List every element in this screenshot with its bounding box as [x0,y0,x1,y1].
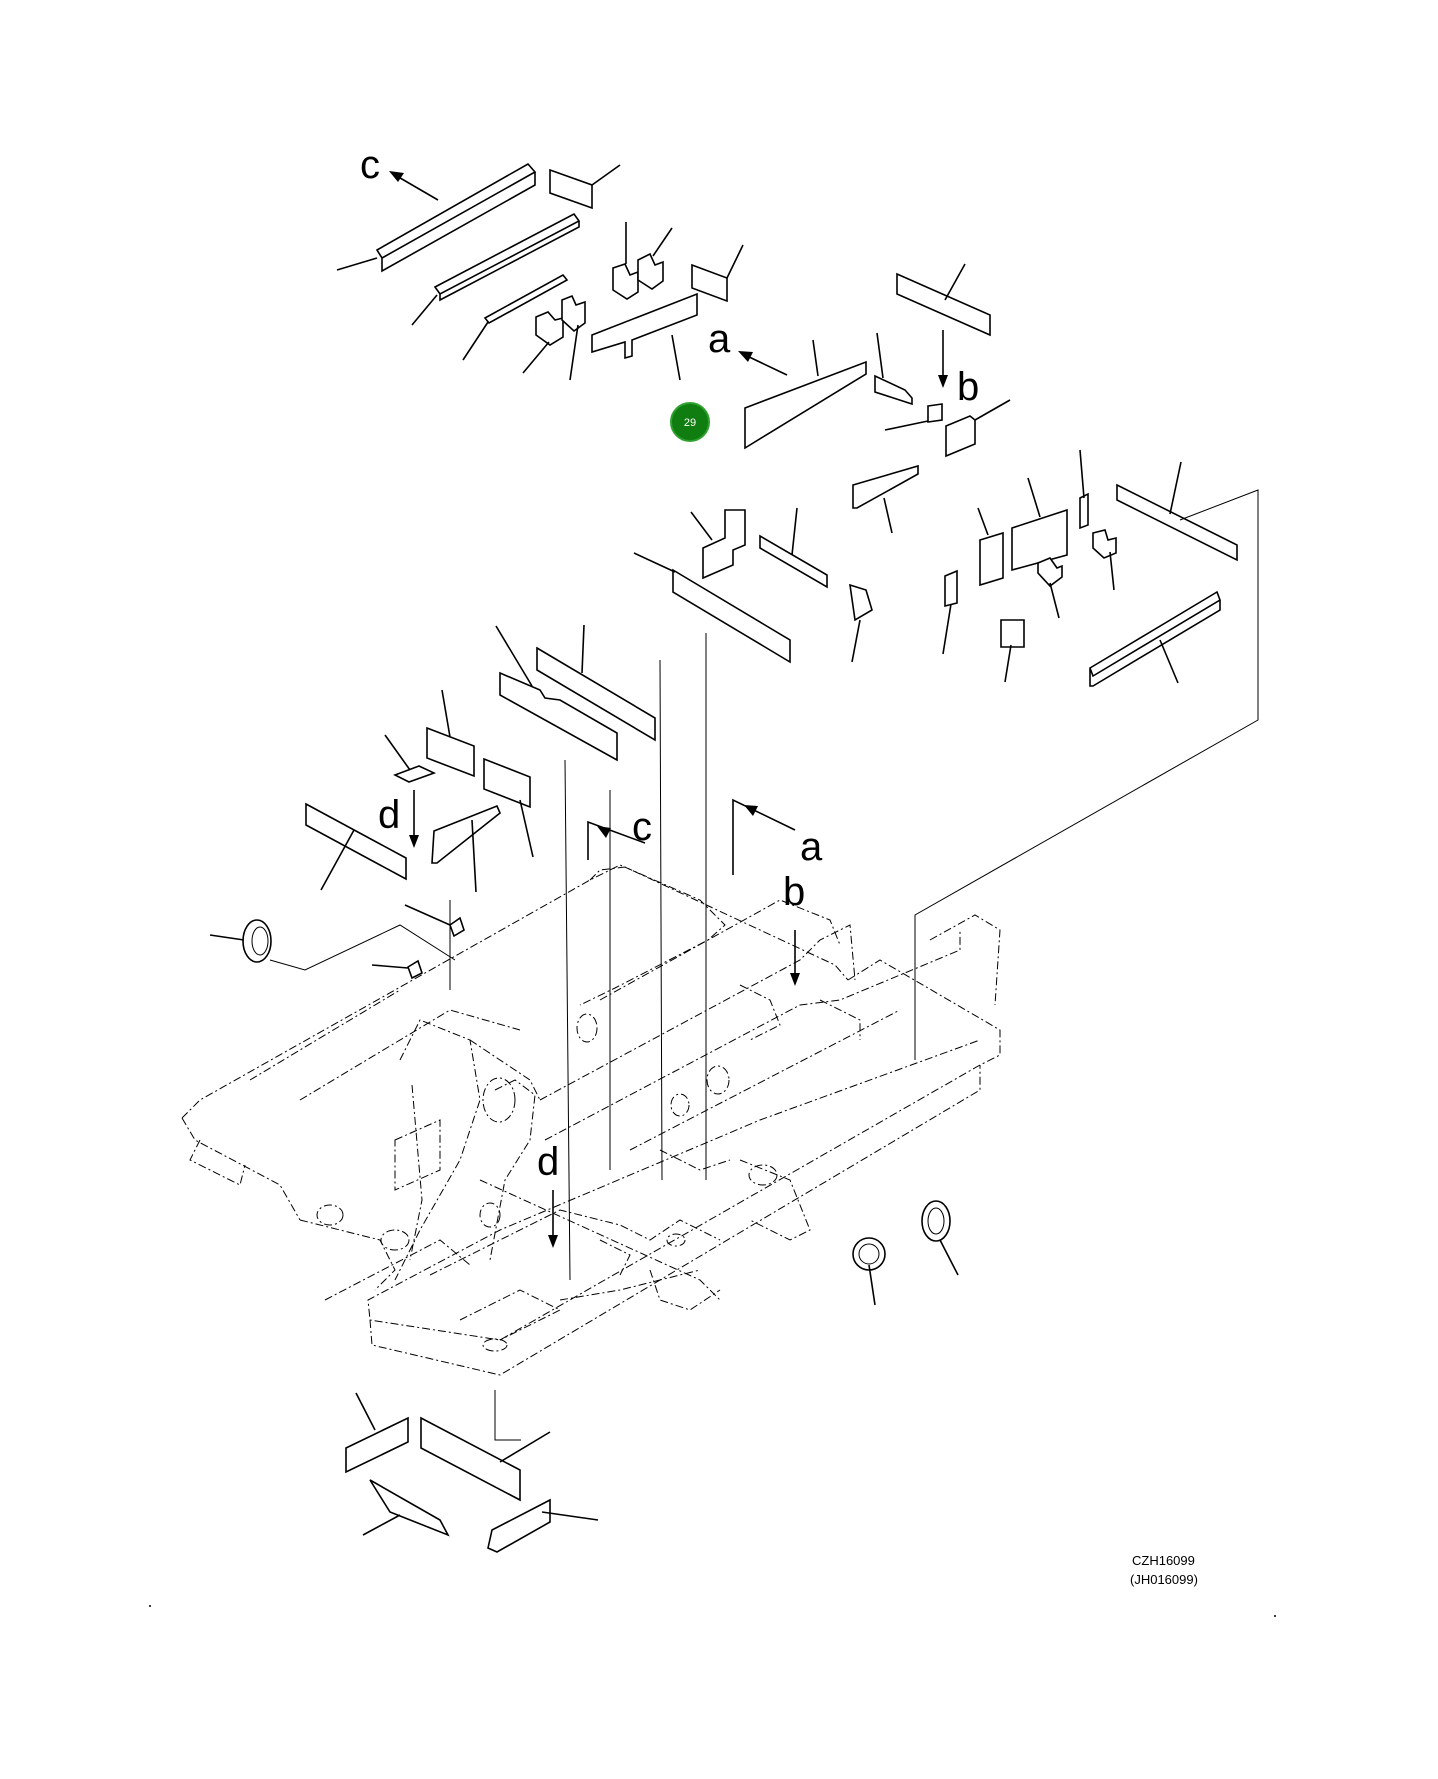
part-pad-8 [1000,619,1025,648]
part-long-strip-5 [1089,590,1221,687]
part-bracket-1 [702,509,746,580]
part-block-1 [535,311,564,346]
revolving-frame [181,864,1001,1376]
part-block-2 [561,294,586,333]
letter-labels: c a b d c a b d [360,143,979,1184]
part-pad-12 [305,802,407,881]
label-d-low: d [537,1140,559,1184]
drawing-code: CZH16099 [1132,1553,1195,1568]
part-plate-1 [393,765,437,783]
direction-arrows [389,171,948,1248]
arrow-a-top [744,354,788,376]
part-long-strip-7 [672,568,791,664]
part-pad-3 [896,272,991,337]
part-long-strip-9 [499,671,618,762]
part-cube-1 [927,403,943,423]
part-block-5 [1092,529,1117,559]
drawing-code-block: CZH16099 (JH016099) [1130,1553,1198,1587]
part-pad-4 [874,374,913,406]
part-long-strip-2 [433,212,581,302]
corner-dot-left [149,1605,151,1607]
label-b-top: b [957,365,979,409]
part-pad-2 [691,263,728,303]
part-cone-2 [407,959,423,980]
label-b-mid: b [783,870,805,914]
part-small-2 [944,569,958,608]
lower-parts-group [345,1392,599,1553]
part-wedge-4 [431,804,501,864]
part-wedge-5 [369,1479,450,1537]
drawing-code-alt: (JH016099) [1130,1572,1198,1587]
upper-parts-group [336,162,1238,687]
part-strip-6 [759,534,828,589]
part-pad-10 [426,726,475,778]
part-wedge-2 [744,360,867,450]
arrow-c-mid [587,820,646,860]
part-pad-14 [420,1416,521,1502]
part-pad-11 [483,757,531,809]
part-long-strip-3 [483,273,569,325]
label-d-mid: d [378,793,400,837]
part-block-4 [637,252,664,290]
part-wedge-3 [852,464,919,509]
label-a-top: a [708,317,731,361]
part-hotspot-29[interactable]: 29 [670,402,710,442]
part-pad-9 [849,583,873,622]
label-c-top: c [360,143,380,187]
leader-lines [269,489,1259,1441]
part-pad-13 [345,1416,409,1474]
ring-grommet-3 [921,1200,951,1242]
part-long-strip-8 [536,646,656,742]
middle-parts-group [209,624,959,1306]
part-cone-1 [449,916,465,938]
part-block-6 [1037,557,1063,588]
part-long-strip-1 [375,162,537,273]
hotspot-number[interactable]: 29 [684,417,696,429]
label-a-mid: a [800,825,823,869]
corner-dot-right [1274,1615,1276,1617]
part-wedge-6 [487,1498,551,1553]
part-pad-6 [1011,508,1068,572]
part-block-3 [612,263,639,300]
part-pad-7 [979,531,1004,587]
part-small-1 [1079,492,1089,530]
part-pad-1 [549,168,593,210]
part-wedge-1 [591,292,698,360]
part-pad-5 [945,415,976,458]
hotspot-circle[interactable] [670,402,710,442]
part-long-strip-4 [1116,483,1238,562]
label-c-mid: c [632,805,652,849]
ring-grommet-1 [242,919,272,963]
arrow-a-mid [732,798,796,875]
arrow-c-top [394,174,439,201]
